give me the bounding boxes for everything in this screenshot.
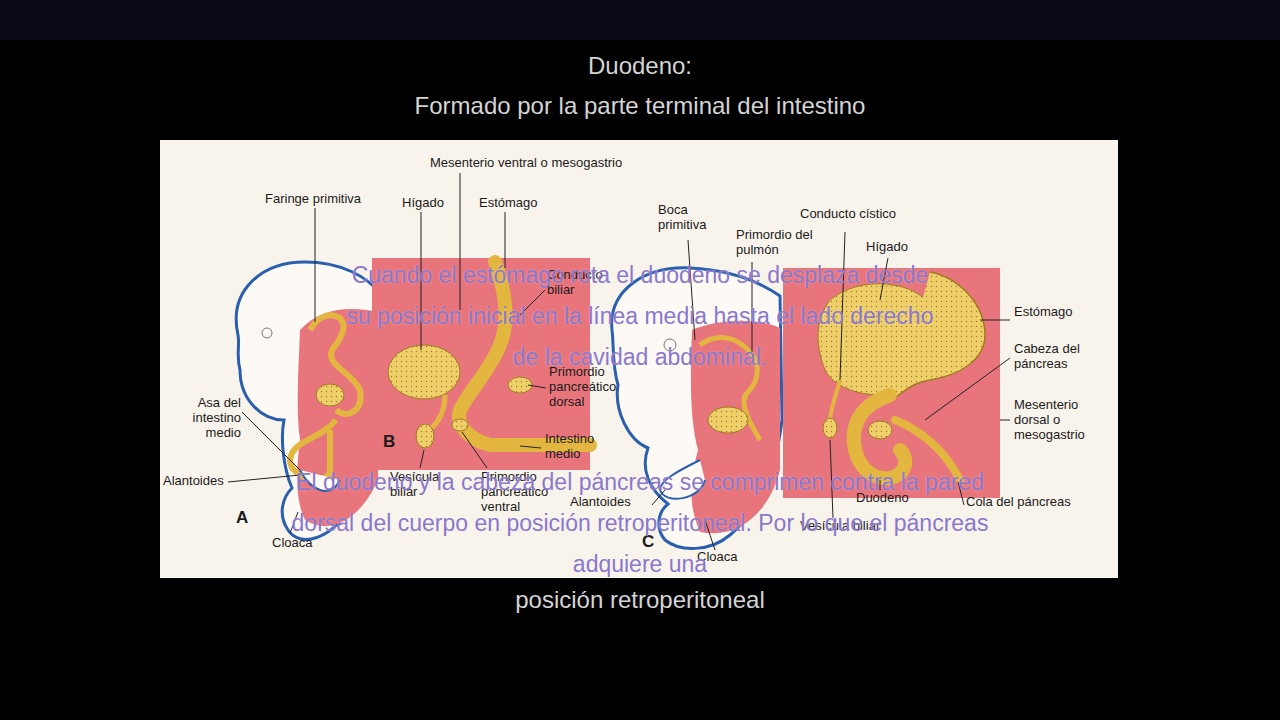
part-label: Hígado: [866, 240, 926, 255]
part-label: Primordio pancreático dorsal: [549, 365, 629, 410]
part-label: Intestino medio: [545, 432, 615, 462]
panel-letter: B: [383, 432, 403, 452]
slide-title: Duodeno:: [340, 52, 940, 80]
overlay-text: Cuando el estómago rota el duodeno se de…: [340, 255, 940, 378]
part-label: Cabeza del páncreas: [1014, 342, 1094, 372]
slide-text: posición retroperitoneal: [390, 586, 890, 614]
part-label: Hígado: [402, 196, 462, 211]
overlay-text: El duodeno y la cabeza del páncreas se c…: [275, 462, 1005, 585]
part-label: Cola del páncreas: [966, 495, 1096, 510]
part-label: Faringe primitiva: [265, 192, 385, 207]
part-label: Alantoides: [163, 474, 229, 489]
part-label: Boca primitiva: [658, 203, 728, 233]
part-label: Primordio del pulmón: [736, 228, 826, 258]
part-label: Mesenterio ventral o mesogastrio: [430, 156, 680, 171]
part-label: Mesenterio dorsal o mesogastrio: [1014, 398, 1109, 443]
part-label: Asa del intestino medio: [163, 396, 241, 441]
slide-text: Formado por la parte terminal del intest…: [330, 92, 950, 120]
part-label: Cloaca: [272, 536, 332, 551]
part-label: Conducto cístico: [800, 207, 930, 222]
panel-letter: A: [236, 508, 256, 528]
part-label: Alantoides: [570, 495, 650, 510]
part-label: Estómago: [1014, 305, 1094, 320]
part-label: Estómago: [479, 196, 549, 211]
